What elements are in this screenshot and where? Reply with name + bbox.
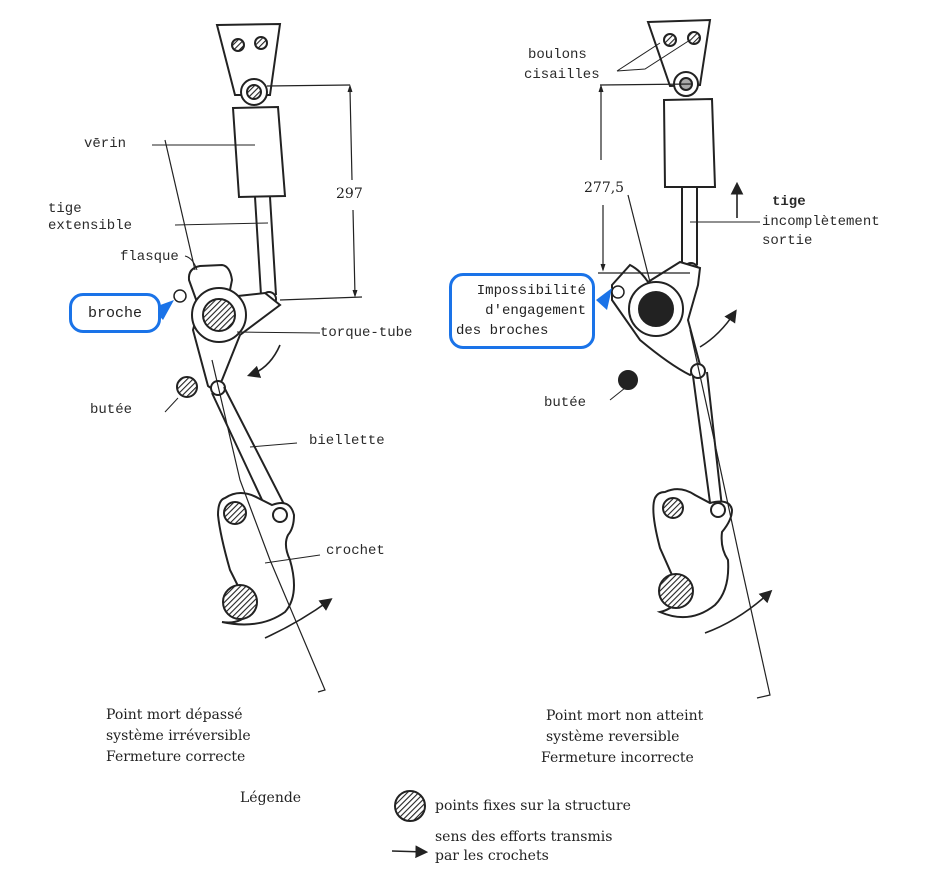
legend-item-force-line1: sens des efforts transmis [435, 829, 613, 845]
label-tige-line1: tige [48, 201, 82, 217]
dimension-277-5: 277,5 [584, 180, 625, 196]
legend-title: Légende [240, 790, 302, 806]
right-rod [681, 187, 698, 265]
label-tige-right-line3: sortie [762, 233, 813, 249]
dimension-297: 297 [336, 186, 363, 202]
right-mechanism [598, 18, 773, 699]
label-butee-left: butée [90, 402, 133, 418]
left-extensible-rod [254, 196, 277, 296]
label-verin: vērin [84, 136, 127, 152]
label-tige-line2: extensible [48, 218, 133, 234]
right-crochet-pivot [710, 502, 726, 518]
right-broche-pin [611, 285, 625, 299]
right-caption-line3: Fermeture incorrecte [541, 750, 694, 766]
right-rotation-arrow-bottom [704, 589, 773, 634]
label-boulons-line1: boulons [528, 47, 587, 63]
left-rotation-arrow-top [246, 344, 281, 378]
impossibilite-callout: Impossibilité d'engagement des broches [449, 273, 595, 349]
legend-item-fixed-points: points fixes sur la structure [435, 798, 631, 814]
left-crochet-pivot [272, 507, 288, 523]
label-impossibilite-line2: d'engagement [485, 303, 586, 319]
impossibilite-callout-pointer [596, 288, 612, 310]
hatched-circle-icon [394, 790, 426, 822]
label-butee-right: butée [544, 395, 587, 411]
label-torque-tube: torque-tube [320, 325, 413, 341]
right-hook-fixed-point [658, 573, 694, 609]
left-dead-point-line [164, 139, 326, 693]
right-crochet-fixed-point [662, 497, 684, 519]
label-boulons-line2: cisailles [524, 67, 600, 83]
right-bolt-2 [687, 31, 701, 45]
right-caption-line2: système reversible [546, 729, 680, 745]
left-rotation-arrow-bottom [264, 598, 333, 639]
left-crochet-fixed-point [223, 501, 247, 525]
left-butee [176, 376, 198, 398]
label-tige-right-line2: incomplètement [762, 214, 880, 230]
label-impossibilite-line1: Impossibilité [476, 283, 586, 299]
label-flasque: flasque [120, 249, 179, 265]
left-caption-line2: système irréversible [106, 728, 251, 744]
label-crochet: crochet [326, 543, 385, 559]
label-impossibilite-line3: des broches [456, 323, 549, 339]
label-broche: broche [87, 304, 142, 322]
left-hook-fixed-point [222, 584, 258, 620]
left-caption-line1: Point mort dépassé [106, 707, 243, 723]
legend-item-force-line2: par les crochets [435, 848, 549, 864]
left-crochet [216, 492, 296, 626]
right-caption-line1: Point mort non atteint [546, 708, 704, 724]
left-broche-pin [173, 289, 187, 303]
right-actuator-body [662, 97, 717, 188]
right-rotation-arrow-top [699, 309, 737, 348]
broche-callout-pointer [152, 300, 174, 320]
left-mechanism [152, 22, 363, 693]
label-biellette: biellette [309, 433, 385, 449]
left-bolt-1 [231, 38, 245, 52]
left-caption-line3: Fermeture correcte [106, 749, 246, 765]
right-bolt-1 [663, 33, 677, 47]
right-butee [618, 370, 638, 390]
broche-callout: broche [69, 293, 161, 333]
right-dead-point-line [627, 194, 771, 699]
left-bolt-2 [254, 36, 268, 50]
left-actuator-body [231, 105, 287, 199]
right-biellette [692, 371, 723, 511]
left-biellette [211, 386, 289, 518]
label-tige-right-line1: tige [772, 194, 806, 210]
arrow-right-icon [391, 845, 429, 859]
